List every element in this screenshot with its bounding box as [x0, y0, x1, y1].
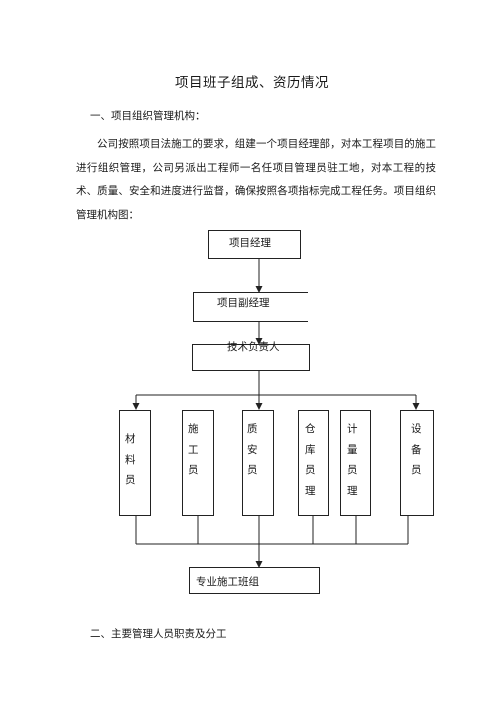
- role-label-quality: 质安员: [247, 423, 258, 476]
- project-manager-label: 项目经理: [229, 237, 271, 249]
- section1-heading: 一、项目组织管理机构：: [90, 110, 206, 122]
- project-manager-box: 项目经理: [208, 230, 301, 259]
- deputy-manager-label: 项目副经理: [217, 297, 270, 309]
- intro-paragraph: 公司按照项目法施工的要求，组建一个项目经理部，对本工程项目的施工进行组织管理，公…: [76, 138, 436, 221]
- role-box-materials: 材料员: [119, 410, 151, 516]
- section2-heading: 二、主要管理人员职责及分工: [90, 628, 227, 640]
- role-label-construction: 施工员: [188, 423, 199, 476]
- role-box-metering: 计量员理: [340, 410, 371, 516]
- role-box-construction: 施工员: [182, 410, 214, 516]
- role-label-equipment: 设备员: [411, 423, 422, 476]
- role-box-equipment: 设备员: [400, 410, 434, 516]
- role-label-materials: 材料员: [125, 433, 136, 486]
- role-label-warehouse: 仓库员理: [305, 423, 316, 497]
- construction-team-label: 专业施工班组: [196, 576, 259, 588]
- role-box-warehouse: 仓库员理: [298, 410, 329, 516]
- role-label-metering: 计量员理: [347, 423, 358, 497]
- deputy-manager-box: 项目副经理: [193, 292, 308, 322]
- page-title: 项目班子组成、资历情况: [175, 75, 329, 91]
- technical-lead-label: 技术负责人: [227, 341, 280, 353]
- technical-lead-box: 技术负责人: [192, 341, 310, 371]
- construction-team-box: 专业施工班组: [189, 567, 320, 594]
- role-box-quality: 质安员: [242, 410, 274, 516]
